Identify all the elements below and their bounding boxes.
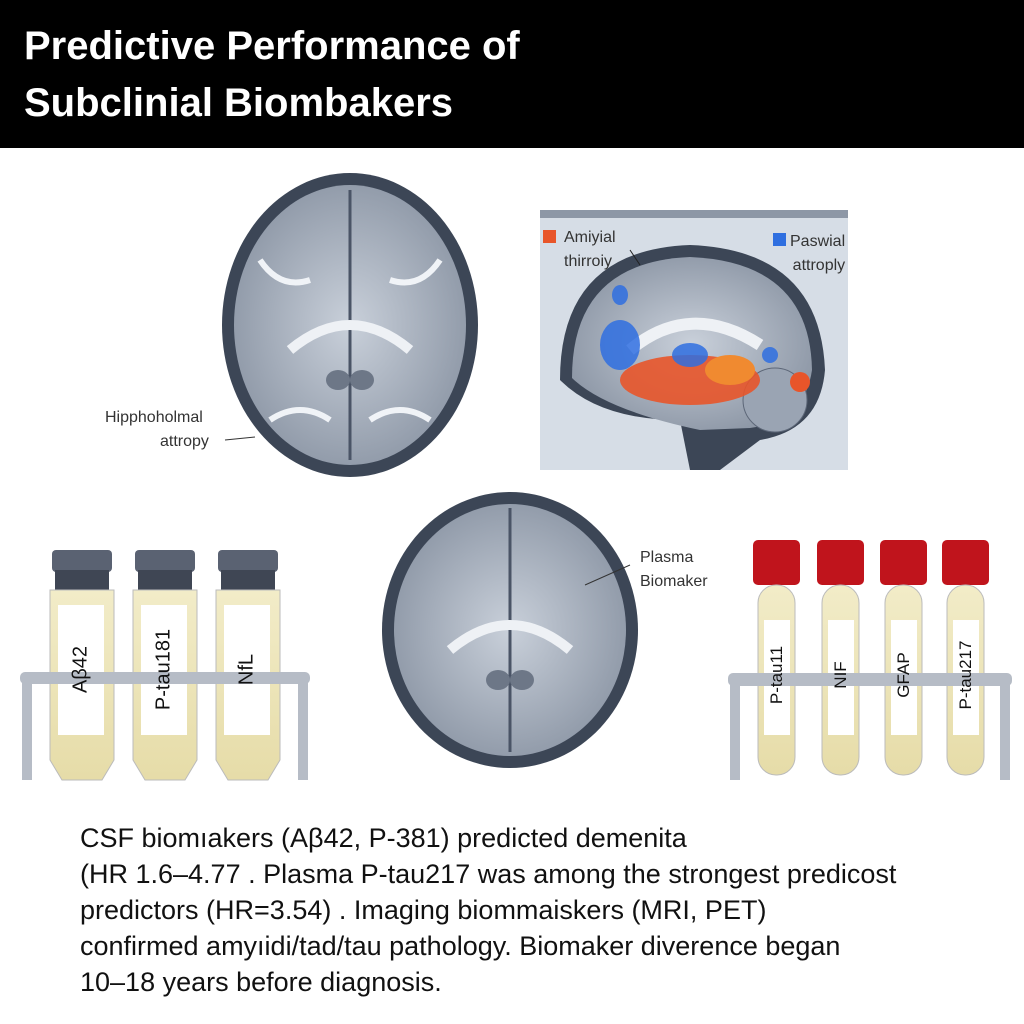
label-line: attroply <box>792 257 846 274</box>
caption-line: CSF biomıakers (Aβ42, P-381) predicted d… <box>80 823 687 853</box>
plasma-tubes <box>728 540 1012 780</box>
label-line: Amiyial <box>564 229 616 246</box>
atrophy-legend-swatch <box>773 233 786 246</box>
plasma-biomarker-label: Plasma Biomaker <box>640 546 708 594</box>
csf-rack <box>20 672 310 780</box>
label-line: Plasma <box>640 549 694 566</box>
page-title: Predictive Performance of Subclinial Bio… <box>24 24 520 125</box>
label-line: Hipphoholmal <box>105 409 203 426</box>
csf-vial-label: Aβ42 <box>69 645 92 694</box>
amyloid-legend-swatch <box>543 230 556 243</box>
hippocampal-atrophy-label: Hipphoholmal attropy <box>105 406 209 454</box>
csf-vials <box>20 550 310 781</box>
axial-mri-brain-bottom <box>382 492 638 768</box>
csf-vial <box>49 550 115 781</box>
plasma-tube-label: P-tau11 <box>767 645 786 705</box>
label-line: Paswial <box>790 233 846 250</box>
caption-line: (HR 1.6–4.77 . Plasma P-tau217 was among… <box>80 859 897 889</box>
plasma-tube-label: NIF <box>831 661 850 689</box>
amyloid-legend-label: Amiyial thirroiy <box>564 226 616 274</box>
csf-vial <box>215 550 281 781</box>
label-line: Biomaker <box>640 573 708 590</box>
parietal-legend-label: Paswial attroply <box>790 230 845 278</box>
label-line: attropy <box>160 433 209 450</box>
summary-caption: CSF biomıakers (Aβ42, P-381) predicted d… <box>80 820 980 1000</box>
plasma-tube-label: GFAP <box>894 652 913 698</box>
label-line: thirroiy <box>564 253 613 270</box>
csf-vial <box>132 550 198 781</box>
axial-mri-brain-top <box>222 173 478 477</box>
csf-vial-label: P-tau181 <box>152 628 175 711</box>
plasma-rack <box>728 673 1012 780</box>
caption-line: predictors (HR=3.54) . Imaging biommaisk… <box>80 895 767 925</box>
caption-line: 10–18 years before diagnosis. <box>80 967 442 997</box>
plasma-tube-label: P-tau217 <box>956 640 975 710</box>
pet-sagittal-panel <box>540 210 848 470</box>
csf-vial-label: NfL <box>235 653 258 686</box>
caption-line: confirmed amyıidi/tad/tau pathology. Bio… <box>80 931 841 961</box>
title-bar: Predictive Performance of Subclinial Bio… <box>0 0 1024 148</box>
hippocampal-pointer <box>224 436 256 441</box>
